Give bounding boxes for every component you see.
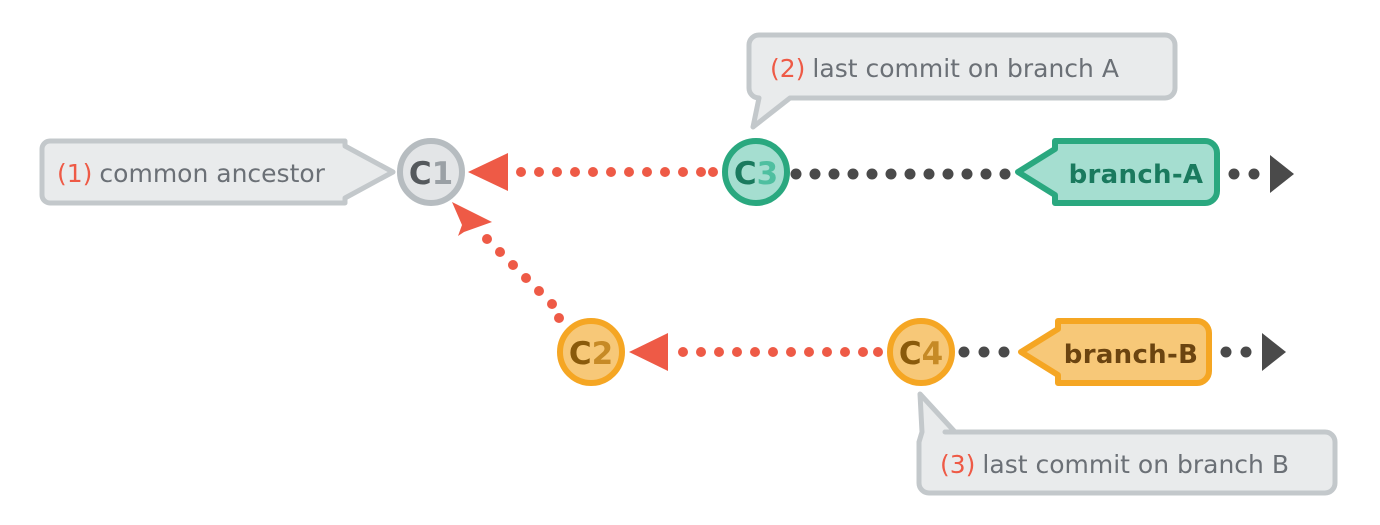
commit-node-c4-circle xyxy=(887,318,955,386)
commit-node-c4[interactable]: C4 xyxy=(887,318,955,386)
callout-2-number: (2) xyxy=(770,54,805,83)
commit-node-c3[interactable]: C3 xyxy=(722,138,790,206)
end-marker-branch-b-triangle xyxy=(1262,333,1286,371)
callout-3-text: last commit on branch B xyxy=(982,450,1289,479)
edge-c4-to-c2-dots xyxy=(678,347,883,357)
branch-tag-branch-a-shape xyxy=(1015,138,1220,206)
edge-c4-to-c2-arrowhead xyxy=(629,333,668,371)
callout-2-label: (2)last commit on branch A xyxy=(770,54,1119,83)
callout-3-bubble xyxy=(916,391,1338,496)
end-marker-branch-a xyxy=(1228,155,1294,193)
edge-c4-to-c2 xyxy=(629,333,883,371)
commit-c1-number: 1 xyxy=(432,156,454,192)
commit-node-c2-label: C2 xyxy=(569,336,613,372)
commit-node-c2-circle xyxy=(557,318,625,386)
commit-c1-letter: C xyxy=(409,156,432,192)
callout-1-number: (1) xyxy=(57,159,92,188)
callout-3-number: (3) xyxy=(940,450,975,479)
commit-node-c1[interactable]: C1 xyxy=(397,138,465,206)
callout-1-text: common ancestor xyxy=(99,159,325,188)
commit-c4-number: 4 xyxy=(922,336,944,372)
commit-node-c3-circle xyxy=(722,138,790,206)
edge-c2-to-c1 xyxy=(452,202,564,323)
edge-c3-to-c1 xyxy=(468,153,718,191)
callout-last-commit-branch-a: (2)last commit on branch A xyxy=(746,32,1178,130)
end-marker-branch-a-triangle xyxy=(1270,155,1294,193)
commit-node-c1-label: C1 xyxy=(409,156,453,192)
callout-common-ancestor: (1)common ancestor xyxy=(39,138,396,206)
callout-1-label: (1)common ancestor xyxy=(57,159,326,188)
end-marker-branch-b xyxy=(1220,333,1286,371)
edge-c4-to-branch-b-dots xyxy=(958,346,1010,358)
callout-2-text: last commit on branch A xyxy=(812,54,1119,83)
edge-c3-to-branch-a-dots xyxy=(790,168,1011,180)
commit-node-c2[interactable]: C2 xyxy=(557,318,625,386)
callout-last-commit-branch-b: (3)last commit on branch B xyxy=(916,391,1338,496)
edge-c2-to-c1-dots xyxy=(482,234,564,323)
edge-c2-to-c1-arrowhead xyxy=(452,202,492,236)
commit-node-c1-circle xyxy=(397,138,465,206)
commit-node-c4-label: C4 xyxy=(899,336,943,372)
commit-c2-number: 2 xyxy=(592,336,614,372)
callout-3-label: (3)last commit on branch B xyxy=(940,450,1289,479)
commit-c4-letter: C xyxy=(899,336,922,372)
branch-tag-branch-b-shape xyxy=(1018,318,1212,386)
branch-tag-branch-a-label: branch-A xyxy=(1069,160,1204,190)
commit-c2-letter: C xyxy=(569,336,592,372)
commit-c3-number: 3 xyxy=(757,156,779,192)
callout-2-bubble xyxy=(746,32,1178,130)
edge-c3-to-c1-dots xyxy=(516,167,718,177)
commit-node-c3-label: C3 xyxy=(734,156,778,192)
commit-c3-letter: C xyxy=(734,156,757,192)
callout-1-bubble xyxy=(39,138,396,206)
branch-tag-branch-b-label: branch-B xyxy=(1064,340,1198,370)
branch-tag-branch-b[interactable]: branch-B xyxy=(1018,318,1212,386)
branch-tag-branch-a[interactable]: branch-A xyxy=(1015,138,1220,206)
edge-c3-to-c1-arrowhead xyxy=(468,153,508,191)
